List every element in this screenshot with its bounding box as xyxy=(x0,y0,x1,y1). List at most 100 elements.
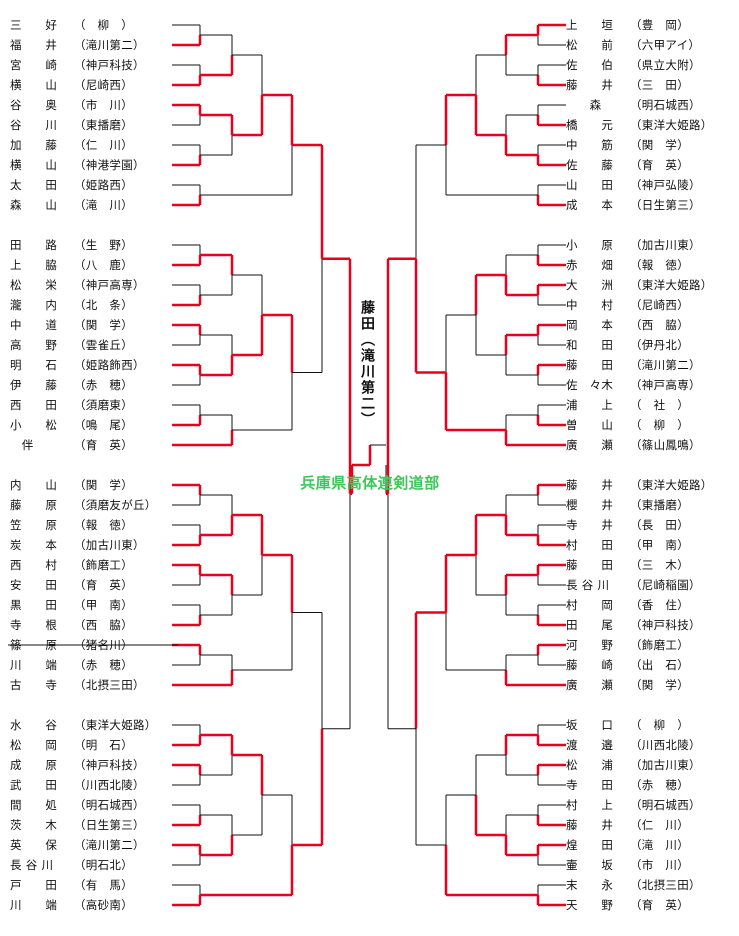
left-entry: 川 端 （赤 穂） xyxy=(10,655,170,675)
school-name: （滝 川） xyxy=(630,838,689,852)
player-name: 佐 伯 xyxy=(566,58,614,72)
player-name: 横 山 xyxy=(10,78,58,92)
right-entry: 天 野（育 英） xyxy=(566,895,726,915)
school-name: （赤 穂） xyxy=(74,378,133,392)
player-name: 黒 田 xyxy=(10,598,58,612)
player-name: 上 脇 xyxy=(10,258,58,272)
school-name: （雲雀丘） xyxy=(74,338,133,352)
school-name: （神戸科技） xyxy=(74,58,145,72)
school-name: （甲 南） xyxy=(630,538,689,552)
school-name: （関 学） xyxy=(74,478,133,492)
left-entry: 炭 本（加古川東） xyxy=(10,535,170,555)
player-name: 伊 藤 xyxy=(10,378,58,392)
player-name: 茨 木 xyxy=(10,818,58,832)
player-name: 赤 畑 xyxy=(566,258,614,272)
player-name: 和 田 xyxy=(566,338,614,352)
player-name: 成 原 xyxy=(10,758,58,772)
player-name: 大 洲 xyxy=(566,278,614,292)
school-name: （関 学） xyxy=(630,678,689,692)
player-name: 佐 々木 xyxy=(566,378,614,392)
school-name: （六甲アイ） xyxy=(630,38,701,52)
school-name: （滝 川） xyxy=(74,198,133,212)
right-entry: 藤 田（三 木） xyxy=(566,555,726,575)
school-name: （東洋大姫路） xyxy=(630,278,713,292)
school-name: （豊 岡） xyxy=(630,18,689,32)
player-name: 壷 坂 xyxy=(566,858,614,872)
player-name: 谷 奥 xyxy=(10,98,58,112)
player-name: 山 田 xyxy=(566,178,614,192)
left-entry: 武 田（川西北陵） xyxy=(10,775,170,795)
school-name: （香 住） xyxy=(630,598,689,612)
player-name: 藤 井 xyxy=(566,78,614,92)
left-entry: 篠 原（猪名川） xyxy=(10,635,170,655)
school-name: （赤 穂） xyxy=(74,658,133,672)
left-entry: 笠 原（報 徳） xyxy=(10,515,170,535)
left-entry: 長 谷 川（明石北） xyxy=(10,855,170,875)
player-name: 曽 山 xyxy=(566,418,614,432)
school-name: （東洋大姫路） xyxy=(74,718,157,732)
player-name: 川 端 xyxy=(10,658,58,672)
organizer-label: 兵庫県高体連剣道部 xyxy=(300,474,440,492)
left-entry: 寺 根（西 脇） xyxy=(10,615,170,635)
right-entry: 寺 田（赤 穂） xyxy=(566,775,726,795)
player-name: 末 永 xyxy=(566,878,614,892)
left-entry: 加 藤 （仁 川） xyxy=(10,135,170,155)
school-name: （甲 南） xyxy=(74,598,133,612)
left-entry: 古 寺（北摂三田） xyxy=(10,675,170,695)
player-name: 森 山 xyxy=(10,198,58,212)
left-entry: 太 田（姫路西） xyxy=(10,175,170,195)
right-entry: 佐 々木 （神戸高専） xyxy=(566,375,726,395)
right-entry: 上 垣 （豊 岡） xyxy=(566,15,726,35)
player-name: 佐 藤 xyxy=(566,158,614,172)
player-name: 橋 元 xyxy=(566,118,614,132)
player-name: 明 石 xyxy=(10,358,58,372)
left-entry: 水 谷（東洋大姫路） xyxy=(10,715,170,735)
left-entry: 西 田（須磨東） xyxy=(10,395,170,415)
right-entry: 村 田 （甲 南） xyxy=(566,535,726,555)
school-name: （明石城西） xyxy=(630,98,701,112)
school-name: （北摂三田） xyxy=(74,678,145,692)
school-name: （八 鹿） xyxy=(74,258,133,272)
right-entry: 和 田（伊丹北） xyxy=(566,335,726,355)
player-name: 森 xyxy=(566,98,602,112)
school-name: （関 学） xyxy=(630,138,689,152)
left-entry: 谷 川（東播磨） xyxy=(10,115,170,135)
school-name: （篠山鳳鳴） xyxy=(630,438,701,452)
right-entry: 坂 口（ 柳 ） xyxy=(566,715,726,735)
right-entry: 浦 上（ 社 ） xyxy=(566,395,726,415)
right-entry: 村 岡（香 住） xyxy=(566,595,726,615)
player-name: 加 藤 xyxy=(10,138,58,152)
school-name: （神戸弘陵） xyxy=(630,178,701,192)
player-name: 長 谷 川 xyxy=(10,858,54,872)
left-entry: 間 処（明石城西） xyxy=(10,795,170,815)
right-entry: 村 上（明石城西） xyxy=(566,795,726,815)
player-name: 藤 井 xyxy=(566,818,614,832)
player-name: 藤 井 xyxy=(566,478,614,492)
school-name: （姫路飾西） xyxy=(74,358,145,372)
left-entry: 三 好（ 柳 ） xyxy=(10,15,170,35)
right-entry: 中 村（尼崎西） xyxy=(566,295,726,315)
right-entry: 山 田 （神戸弘陵） xyxy=(566,175,726,195)
school-name: （飾磨工） xyxy=(74,558,133,572)
player-name: 炭 本 xyxy=(10,538,58,552)
school-name: （仁 川） xyxy=(74,138,133,152)
player-name: 松 栄 xyxy=(10,278,58,292)
right-entry: 藤 井（仁 川） xyxy=(566,815,726,835)
right-entry: 田 尾（神戸科技） xyxy=(566,615,726,635)
player-name: 武 田 xyxy=(10,778,58,792)
left-entry: 上 脇 （八 鹿） xyxy=(10,255,170,275)
school-name: （神戸科技） xyxy=(74,758,145,772)
right-entry: 佐 藤（育 英） xyxy=(566,155,726,175)
left-entry: 明 石 （姫路飾西） xyxy=(10,355,170,375)
player-name: 成 本 xyxy=(566,198,614,212)
school-name: （神戸高専） xyxy=(630,378,701,392)
player-name: 谷 川 xyxy=(10,118,58,132)
player-name: 瀧 内 xyxy=(10,298,58,312)
player-name: 村 田 xyxy=(566,538,614,552)
right-entry: 藤 田（滝川第二） xyxy=(566,355,726,375)
school-name: （明石城西） xyxy=(630,798,701,812)
school-name: （ 柳 ） xyxy=(630,418,689,432)
school-name: （東洋大姫路） xyxy=(630,478,713,492)
right-entry: 壷 坂（市 川） xyxy=(566,855,726,875)
player-name: 上 垣 xyxy=(566,18,614,32)
